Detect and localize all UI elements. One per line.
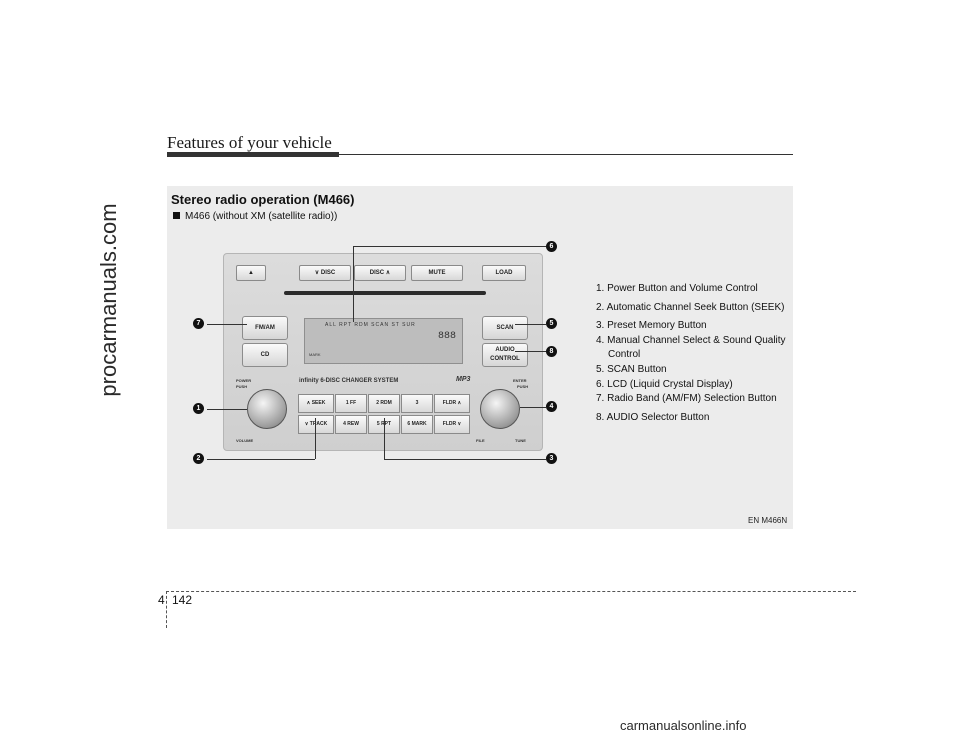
eject-button[interactable]: ▲: [236, 265, 266, 281]
tune-knob[interactable]: [480, 389, 520, 429]
legend-item-8: 8. AUDIO Selector Button: [596, 411, 710, 423]
preset-4-button[interactable]: 4 REW: [335, 415, 367, 434]
callout-5: 5: [546, 318, 557, 329]
page-number: 142: [172, 593, 193, 607]
cd-button[interactable]: CD: [242, 343, 288, 367]
leader-line-5: [515, 324, 546, 325]
square-bullet-icon: [173, 212, 180, 219]
leader-line-2-rise: [315, 418, 316, 459]
leader-line-7: [207, 324, 247, 325]
fm-am-button[interactable]: FM/AM: [242, 316, 288, 340]
lcd-indicators: ALL RPT RDM SCAN ST SUR: [325, 322, 416, 328]
callout-2: 2: [193, 453, 204, 464]
legend-list: 1. Power Button and Volume Control 2. Au…: [596, 282, 786, 425]
leader-line-4: [520, 407, 546, 408]
leader-line-3: [384, 459, 546, 460]
header-title: Features of your vehicle: [167, 133, 332, 152]
scan-button[interactable]: SCAN: [482, 316, 528, 340]
preset-6-button[interactable]: 6 MARK: [401, 415, 433, 434]
volume-label: VOLUME: [236, 438, 254, 443]
legend-item-7: 7. Radio Band (AM/FM) Selection Button: [596, 393, 777, 405]
callout-8: 8: [546, 346, 557, 357]
leader-line-1: [207, 409, 247, 410]
chapter-number: 4: [158, 593, 165, 607]
callout-4: 4: [546, 401, 557, 412]
legend-item-3: 3. Preset Memory Button: [596, 320, 707, 332]
leader-line-2: [207, 459, 315, 460]
leader-line-6-drop: [353, 246, 354, 322]
radio-faceplate: ▲ ∨ DISC DISC ∧ MUTE LOAD FM/AM CD SCAN …: [223, 253, 543, 451]
section-subtitle: M466 (without XM (satellite radio)): [173, 211, 337, 222]
legend-item-2: 2. Automatic Channel Seek Button (SEEK): [596, 301, 785, 313]
legend-item-4-continued: Control: [608, 349, 641, 361]
mute-button[interactable]: MUTE: [411, 265, 463, 281]
audio-control-button[interactable]: AUDIO CONTROL: [482, 343, 528, 367]
track-down-button[interactable]: ∨ TRACK: [298, 415, 334, 434]
preset-2-button[interactable]: 2 RDM: [368, 394, 400, 413]
legend-item-1: 1. Power Button and Volume Control: [596, 283, 758, 294]
mp3-logo: MP3: [456, 376, 471, 383]
callout-1: 1: [193, 403, 204, 414]
push-label-right: PUSH: [517, 384, 529, 389]
section-title: Stereo radio operation (M466): [171, 192, 355, 207]
push-label-left: PUSH: [236, 384, 248, 389]
image-code: EN M466N: [748, 516, 788, 525]
footer-dashed-rule: [166, 591, 856, 592]
legend-item-6: 6. LCD (Liquid Crystal Display): [596, 378, 733, 390]
preset-3-button[interactable]: 3: [401, 394, 433, 413]
power-label: POWER: [236, 378, 252, 383]
load-button[interactable]: LOAD: [482, 265, 526, 281]
header-rule: [339, 154, 793, 155]
seek-up-button[interactable]: ∧ SEEK: [298, 394, 334, 413]
leader-line-3-rise: [384, 418, 385, 459]
leader-line-8: [515, 351, 546, 352]
header-bar: [167, 152, 339, 157]
power-volume-knob[interactable]: [247, 389, 287, 429]
cd-slot: [284, 291, 486, 295]
leader-line-6: [353, 246, 546, 247]
legend-item-4: 4. Manual Channel Select & Sound Quality: [596, 334, 786, 346]
preset-1-button[interactable]: 1 FF: [335, 394, 367, 413]
enter-label: ENTER: [513, 378, 527, 383]
folder-up-button[interactable]: FLDR ∧: [434, 394, 470, 413]
legend-item-5: 5. SCAN Button: [596, 363, 667, 375]
callout-3: 3: [546, 453, 557, 464]
folder-down-button[interactable]: FLDR ∨: [434, 415, 470, 434]
tune-label: TUNE: [515, 438, 526, 443]
lcd-digits: 888: [437, 331, 456, 342]
callout-6: 6: [546, 241, 557, 252]
footer-dashed-divider: [166, 591, 167, 628]
lcd-display: ALL RPT RDM SCAN ST SUR 888 MARK: [304, 318, 463, 364]
callout-7: 7: [193, 318, 204, 329]
disc-up-button[interactable]: DISC ∧: [354, 265, 406, 281]
lcd-mark-label: MARK: [309, 352, 321, 357]
brand-label: infinity 6-DISC CHANGER SYSTEM: [299, 378, 399, 384]
file-label: FILE: [476, 438, 485, 443]
disc-down-button[interactable]: ∨ DISC: [299, 265, 351, 281]
bottom-watermark: carmanualsonline.info: [620, 718, 747, 733]
